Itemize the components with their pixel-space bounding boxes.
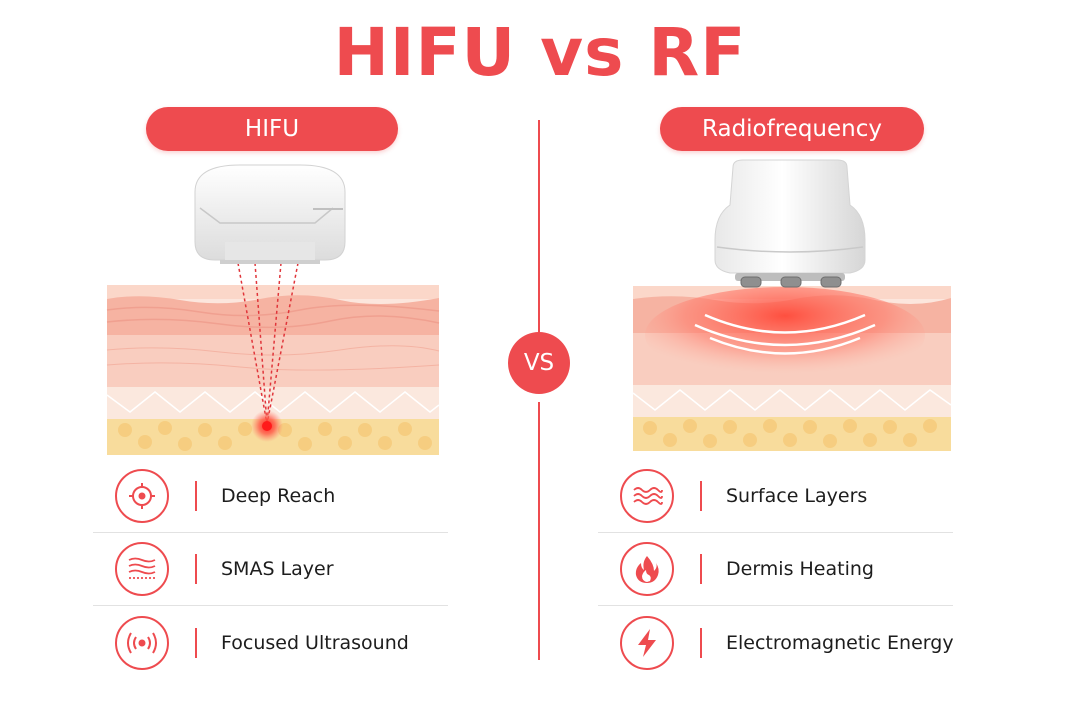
target-icon: [115, 469, 169, 523]
list-item: Dermis Heating: [598, 533, 953, 606]
hifu-illustration: [106, 164, 440, 455]
rf-illustration: [632, 159, 952, 451]
list-item: Electromagnetic Energy: [598, 606, 954, 679]
feature-label: Focused Ultrasound: [221, 631, 409, 654]
lightning-icon: [620, 615, 674, 670]
separator: [700, 554, 702, 584]
layers-waves-icon: [115, 542, 169, 596]
radiofrequency-pill: Radiofrequency: [660, 107, 924, 151]
center-divider-bottom: [538, 402, 540, 660]
center-divider-top: [538, 120, 540, 338]
feature-label: Electromagnetic Energy: [726, 631, 954, 654]
hifu-device-icon: [194, 164, 346, 264]
skin-cross-section: [106, 285, 440, 455]
hifu-feature-list: Deep Reach SMAS Layer Focused Ultrasound: [93, 460, 448, 679]
page-title: HIFU vs RF: [333, 14, 747, 91]
feature-label: Surface Layers: [726, 485, 868, 507]
rf-waves: [694, 313, 876, 355]
list-item: SMAS Layer: [93, 533, 448, 606]
broadcast-icon: [115, 615, 169, 670]
separator: [195, 554, 197, 584]
separator: [700, 627, 702, 658]
wave-lines-icon: [620, 469, 674, 523]
feature-label: Dermis Heating: [726, 558, 874, 580]
skin-cross-section: [632, 286, 952, 451]
separator: [195, 627, 197, 658]
list-item: Deep Reach: [93, 460, 448, 533]
heat-zone: [645, 287, 925, 383]
rf-device-icon: [714, 159, 866, 288]
vs-badge: VS: [508, 332, 570, 394]
list-item: Focused Ultrasound: [93, 606, 448, 679]
ultrasound-beams: [237, 262, 299, 425]
hifu-pill: HIFU: [146, 107, 398, 151]
feature-label: Deep Reach: [221, 485, 336, 507]
separator: [195, 481, 197, 511]
list-item: Surface Layers: [598, 460, 953, 533]
separator: [700, 481, 702, 511]
feature-label: SMAS Layer: [221, 558, 334, 580]
rf-feature-list: Surface Layers Dermis Heating Electromag…: [598, 460, 954, 679]
flame-icon: [620, 542, 674, 596]
